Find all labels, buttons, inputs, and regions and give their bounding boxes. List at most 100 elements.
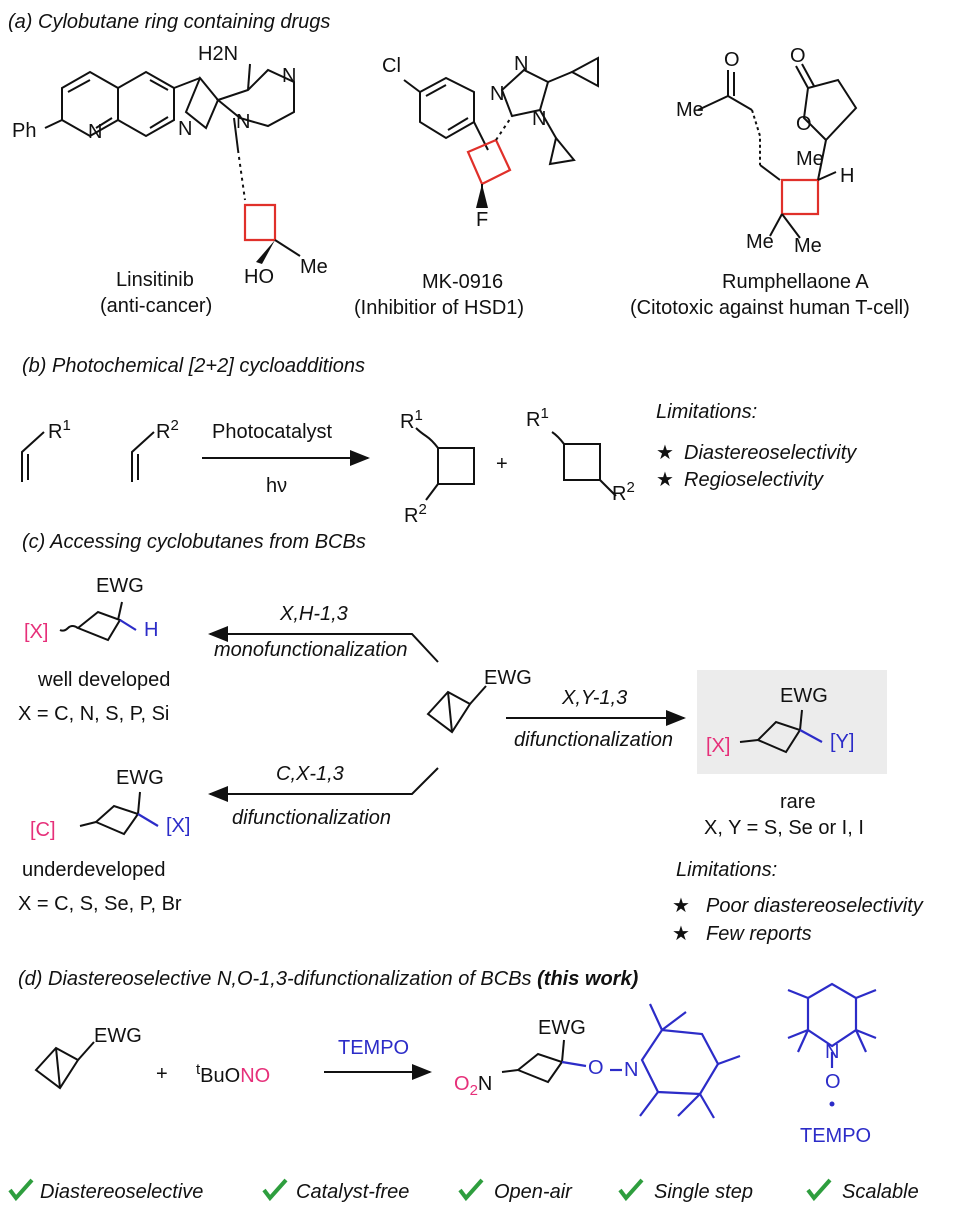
triazole-n-3: N [532,108,546,130]
me-label-2: Me [676,99,704,121]
x-rare: [X] [706,735,730,757]
limitations-title-c: Limitations: [676,859,777,881]
x-bot: [X] [166,815,190,837]
drug-use-1: (anti-cancer) [100,295,212,317]
bcb-reactant [34,1041,95,1090]
check-icon [618,1178,644,1202]
me-label-3: Me [796,148,824,170]
pyrazine-n-label: N [282,65,296,87]
section-d-title: (d) Diastereoselective N,O-1,3-difunctio… [18,968,639,990]
hv-label: hν [266,475,287,497]
tempo-reagent-label: TEMPO [338,1037,409,1059]
plus-d: + [156,1063,168,1085]
cyclobutane-product-1 [415,427,475,501]
check-icon [262,1178,288,1202]
arrow-top-label: X,H-1,3 [279,603,348,625]
ewg-rare: EWG [780,685,828,707]
limitation-b-2: Regioselectivity [684,469,824,491]
ewg-center: EWG [484,667,532,689]
tempo-structure [787,982,877,1068]
lactone-o-label-2: O [796,113,812,135]
r2-label-2: R2 [404,501,427,527]
limitations-title-b: Limitations: [656,401,757,423]
star-c-1: ★ [672,895,690,917]
arrow-mid-sub: difunctionalization [514,729,673,751]
star-b-1: ★ [656,442,674,464]
section-a-title: (a) Cylobutane ring containing drugs [8,11,330,33]
arrow-mid-label: X,Y-1,3 [561,687,627,709]
feature-2: Catalyst-free [296,1181,409,1203]
c-bot: [C] [30,819,56,841]
rumphellaone-structure [697,63,858,239]
mk0916-structure [403,56,599,208]
ewg-reactant: EWG [94,1025,142,1047]
alkene-1 [21,431,45,482]
r2-label-1: R2 [156,417,179,443]
radical-dot [829,1101,835,1107]
feature-1: Diastereoselective [40,1181,203,1203]
section-c-title: (c) Accessing cyclobutanes from BCBs [22,531,366,553]
scope-bot: X = C, S, Se, P, Br [18,893,182,915]
section-b-title: (b) Photochemical [2+2] cycloadditions [22,355,365,377]
ewg-product: EWG [538,1017,586,1039]
photocatalyst-label: Photocatalyst [212,421,333,443]
tempo-n-label: N [825,1041,839,1063]
limitation-c-1: Poor diastereoselectivity [706,895,924,917]
arrow-top-sub: monofunctionalization [214,639,407,661]
bcb-center [426,685,487,734]
imidazole-n-label: N [178,118,192,140]
r1-label-2: R1 [400,407,423,433]
drug-name-1: Linsitinib [116,269,194,291]
ketone-o-label: O [724,49,740,71]
tempo-o-label: O [825,1071,841,1093]
mono-product [59,601,137,642]
f-label: F [476,209,488,231]
o2n-label: O2N [454,1073,492,1099]
ewg-bot: EWG [116,767,164,789]
x-top: [X] [24,621,48,643]
h-top: H [144,619,158,641]
drug-name-3: Rumphellaone A [722,271,869,293]
ewg-top: EWG [96,575,144,597]
feature-3: Open-air [494,1181,573,1203]
status-top: well developed [37,669,170,691]
r2-label-3: R2 [612,479,635,505]
drug-use-3: (Citotoxic against human T-cell) [630,297,910,319]
feature-5: Scalable [842,1181,919,1203]
me-label-5: Me [794,235,822,257]
limitation-b-1: Diastereoselectivity [684,442,857,464]
tempo-name-label: TEMPO [800,1125,871,1147]
status-bot: underdeveloped [22,859,165,881]
arrow-bot-label: C,X-1,3 [276,763,344,785]
plus-b: + [496,453,508,475]
check-icon [8,1178,34,1202]
lactone-o-label-1: O [790,45,806,67]
drug-use-2: (Inhibitior of HSD1) [354,297,524,319]
cx-product [79,791,159,836]
r1-label-3: R1 [526,405,549,431]
quinoline-n-label: N [88,121,102,143]
triazole-n-2: N [514,53,528,75]
me-label-1: Me [300,256,328,278]
rare-product [739,709,823,754]
cyclobutane-product-2 [551,431,617,497]
limitation-c-2: Few reports [706,923,812,945]
product-n-label: N [624,1059,638,1081]
arrow-bot-sub: difunctionalization [232,807,391,829]
star-c-2: ★ [672,923,690,945]
features-row: Diastereoselective Catalyst-free Open-ai… [8,1178,919,1203]
alkene-2 [131,431,155,482]
scope-rare: X, Y = S, Se or I, I [704,817,864,839]
status-rare: rare [780,791,816,813]
triazole-n-1: N [490,83,504,105]
me-label-4: Me [746,231,774,253]
arrow-top [208,626,439,663]
feature-4: Single step [654,1181,753,1203]
product-d [501,1003,741,1119]
arrow-bot [208,767,439,802]
tbuono-label: tBuONO [196,1061,270,1087]
y-rare: [Y] [830,731,854,753]
product-o-label: O [588,1057,604,1079]
h2n-label: H2N [198,43,238,65]
